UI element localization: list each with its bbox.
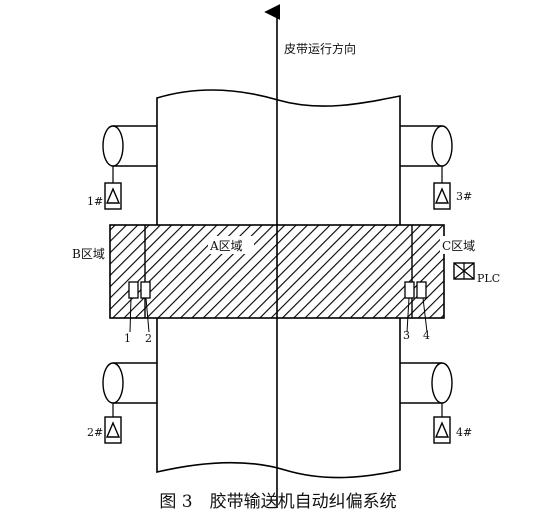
unit-label-4: 4# xyxy=(456,426,472,439)
sensor-number-3: 3 xyxy=(403,329,410,342)
zone-a-label-bg xyxy=(208,236,254,254)
plc-icon xyxy=(453,262,475,280)
corrector-unit-4 xyxy=(433,403,451,444)
unit-label-3: 3# xyxy=(456,190,472,203)
sensor-number-2: 2 xyxy=(145,332,152,345)
corrector-unit-2 xyxy=(104,403,122,444)
idler-roller-right-upper xyxy=(400,125,453,167)
corrector-unit-1 xyxy=(104,166,122,210)
corrector-unit-3 xyxy=(433,166,451,210)
sensor-pair-right xyxy=(404,281,428,333)
idler-roller-left-lower xyxy=(102,362,157,404)
idler-roller-left-upper xyxy=(102,125,157,167)
zone-c-label: C区域 xyxy=(442,239,475,253)
plc-label: PLC xyxy=(477,272,500,285)
sensor-number-1: 1 xyxy=(124,332,131,345)
direction-label: 皮带运行方向 xyxy=(284,41,356,56)
sensor-pair-left xyxy=(128,281,151,333)
zone-b-label: B区域 xyxy=(72,247,105,261)
unit-label-1: 1# xyxy=(87,195,103,208)
zone-c-label-bg xyxy=(440,236,486,254)
unit-label-2: 2# xyxy=(87,426,103,439)
sensor-number-4: 4 xyxy=(423,329,430,342)
figure-caption: 图 3 胶带输送机自动纠偏系统 xyxy=(159,492,396,512)
idler-roller-right-lower xyxy=(400,362,453,404)
zone-a-label: A区域 xyxy=(209,239,243,253)
